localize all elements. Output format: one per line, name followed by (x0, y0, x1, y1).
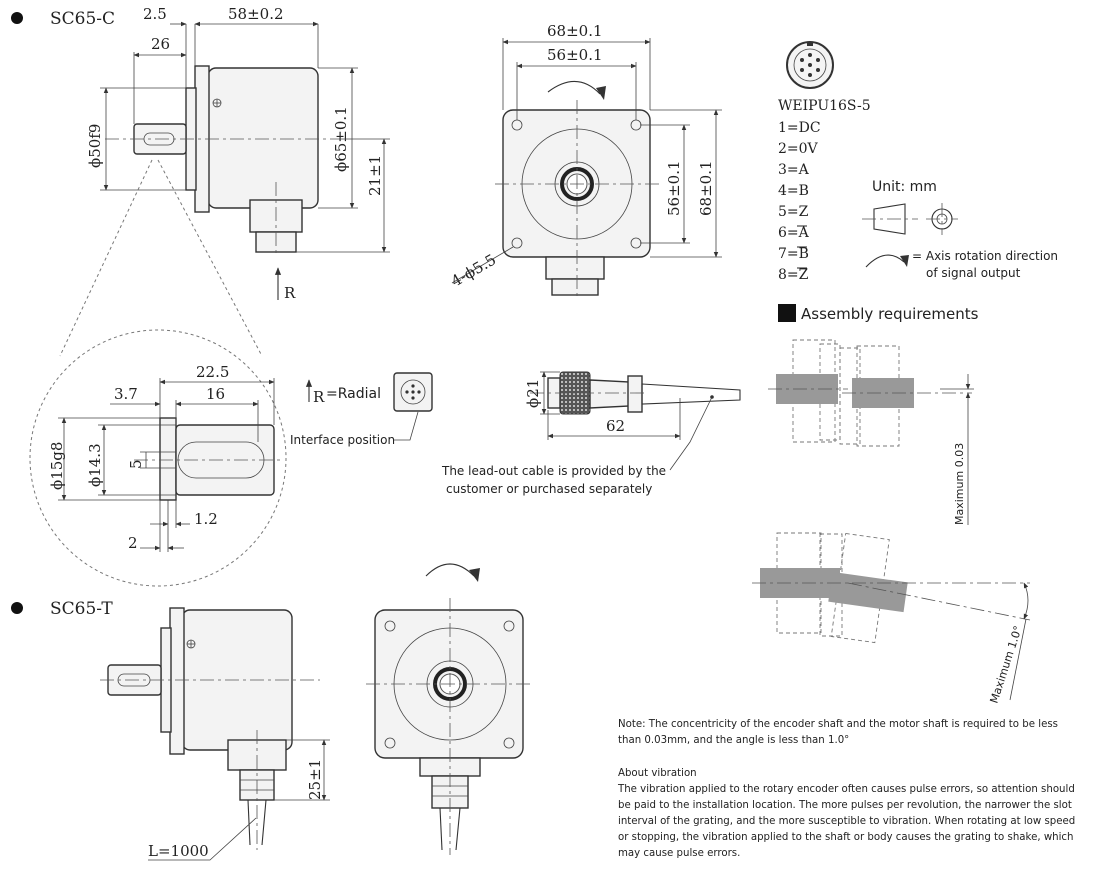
sc65t-side-view: SC65-T 25±1 L=1000 (11, 599, 330, 861)
cone-symbol-icon (873, 203, 906, 235)
sc65c-side-view: SC65-C 2.5 58±0.2 26 (11, 5, 390, 302)
dim-2-5: 2.5 (143, 5, 167, 23)
dim-56-height: 56±0.1 (665, 160, 683, 216)
vibration-body: The vibration applied to the rotary enco… (618, 784, 1076, 859)
dim-16: 16 (206, 385, 225, 403)
dim-holes: 4-ϕ5.5 (448, 251, 499, 291)
rotation-arrow-icon (865, 254, 905, 268)
connector-name: WEIPU16S-5 (778, 98, 871, 114)
rotation-legend-line1: = Axis rotation direction (912, 249, 1058, 263)
dim-62: 62 (606, 417, 625, 435)
assembly-marker-icon (778, 304, 796, 322)
radial-legend-letter: R (313, 388, 325, 406)
assembly-title: Assembly requirements (801, 305, 979, 323)
cable-length-label: L=1000 (148, 842, 209, 860)
dim-22-5: 22.5 (196, 363, 229, 381)
concentricity-note: Note: The concentricity of the encoder s… (618, 719, 1058, 746)
vibration-title: About vibration (618, 768, 697, 779)
dim-58: 58±0.2 (228, 5, 284, 23)
shaft-detail: 22.5 3.7 16 ϕ15g8 ϕ14.3 5 1.2 2 (29, 159, 287, 587)
pin-6: 6=A (778, 225, 810, 241)
max-offset-label: Maximum 0.03 (953, 443, 966, 525)
model-title-c: SC65-C (50, 9, 115, 29)
cable-note-line2: customer or purchased separately (446, 482, 652, 496)
radial-arrow-letter: R (284, 284, 296, 302)
dim-68-height: 68±0.1 (697, 160, 715, 216)
interface-position-label: Interface position (290, 433, 395, 447)
unit-legend: Unit: mm = Axis rotation direction of si… (862, 179, 1058, 280)
radial-legend-text: =Radial (326, 386, 381, 402)
bullet-icon (11, 602, 23, 614)
angle-diagram: Maximum 1.0° (752, 532, 1031, 705)
dim-phi14-3: ϕ14.3 (86, 443, 104, 487)
pin-1: 1=DC (778, 120, 821, 136)
pin-3: 3=A (778, 162, 810, 178)
cable-note-line1: The lead-out cable is provided by the (441, 464, 666, 478)
assembly-requirements: Assembly requirements Maximum 0.03 (752, 304, 1031, 705)
model-title-t: SC65-T (50, 599, 113, 619)
dim-phi21: ϕ21 (524, 379, 542, 408)
bullet-icon (11, 12, 23, 24)
dim-68-width: 68±0.1 (547, 22, 603, 40)
max-angle-label: Maximum 1.0° (987, 624, 1024, 705)
pin-5: 5=Z (778, 204, 809, 220)
dim-1-2: 1.2 (194, 510, 218, 528)
dim-56-width: 56±0.1 (547, 46, 603, 64)
dim-phi50: ϕ50f9 (86, 124, 104, 168)
dim-5: 5 (127, 459, 145, 469)
sc65t-front-view (366, 563, 534, 855)
cable-connector: ϕ21 62 The lead-out cable is provided by… (441, 371, 741, 496)
dim-26: 26 (151, 35, 170, 53)
unit-label: Unit: mm (872, 179, 937, 195)
dim-21: 21±1 (366, 155, 384, 196)
pin-4: 4=B (778, 183, 809, 199)
dim-2: 2 (128, 534, 138, 552)
dim-phi15: ϕ15g8 (48, 442, 66, 490)
sc65c-front-view: 68±0.1 56±0.1 56±0.1 68±0.1 4-ϕ5.5 (448, 22, 722, 300)
dim-25: 25±1 (306, 759, 324, 800)
pin-7: 7=B (778, 246, 809, 262)
rotation-legend-line2: of signal output (926, 266, 1021, 280)
radial-legend: R =Radial Interface position (290, 372, 433, 447)
offset-diagram: Maximum 0.03 (768, 339, 974, 525)
pin-8: 8=Z (778, 267, 809, 283)
pin-2: 2=0V (778, 141, 819, 157)
connector-pinout: WEIPU16S-5 1=DC 2=0V 3=A 4=B 5=Z 6=A 7=B… (778, 41, 871, 283)
detail-boundary (29, 329, 287, 587)
dim-3-7: 3.7 (114, 385, 138, 403)
